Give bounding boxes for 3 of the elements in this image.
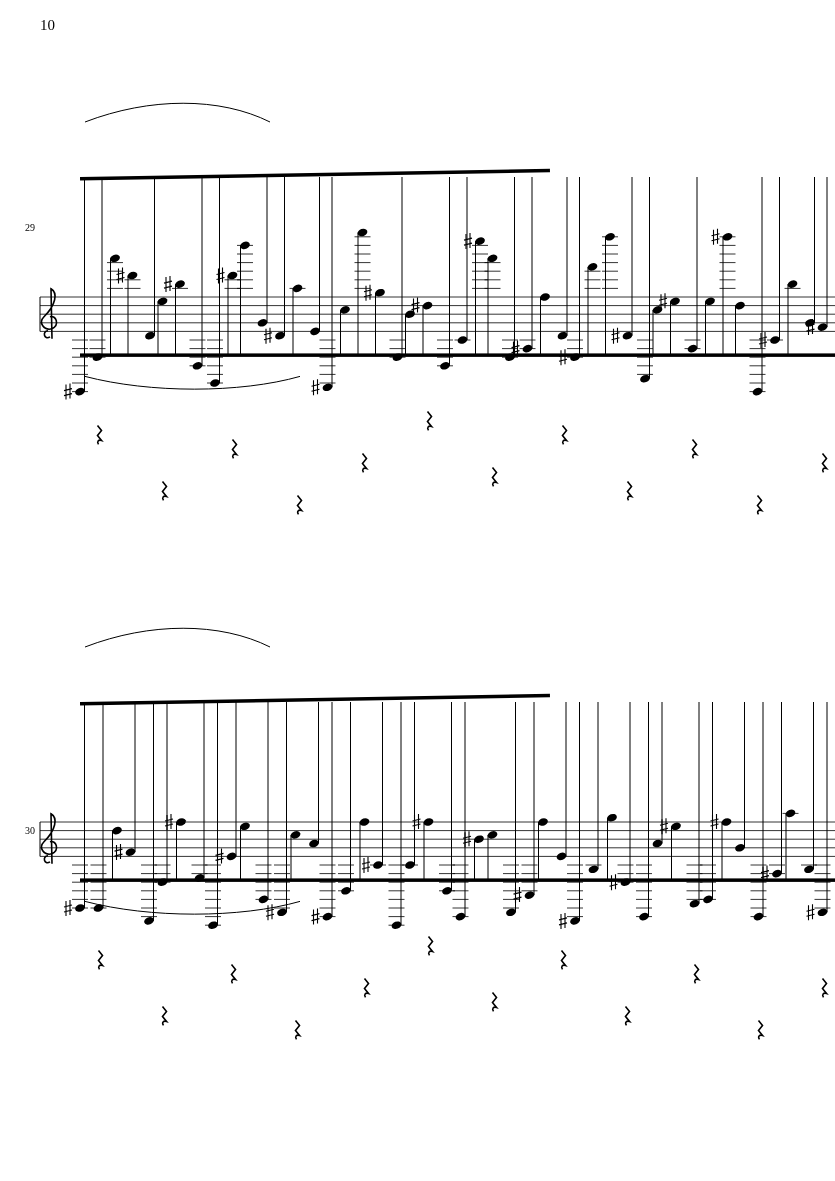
page-number: 10: [40, 18, 55, 33]
measure-number: 29: [25, 223, 35, 233]
measure-number: 30: [25, 826, 35, 836]
